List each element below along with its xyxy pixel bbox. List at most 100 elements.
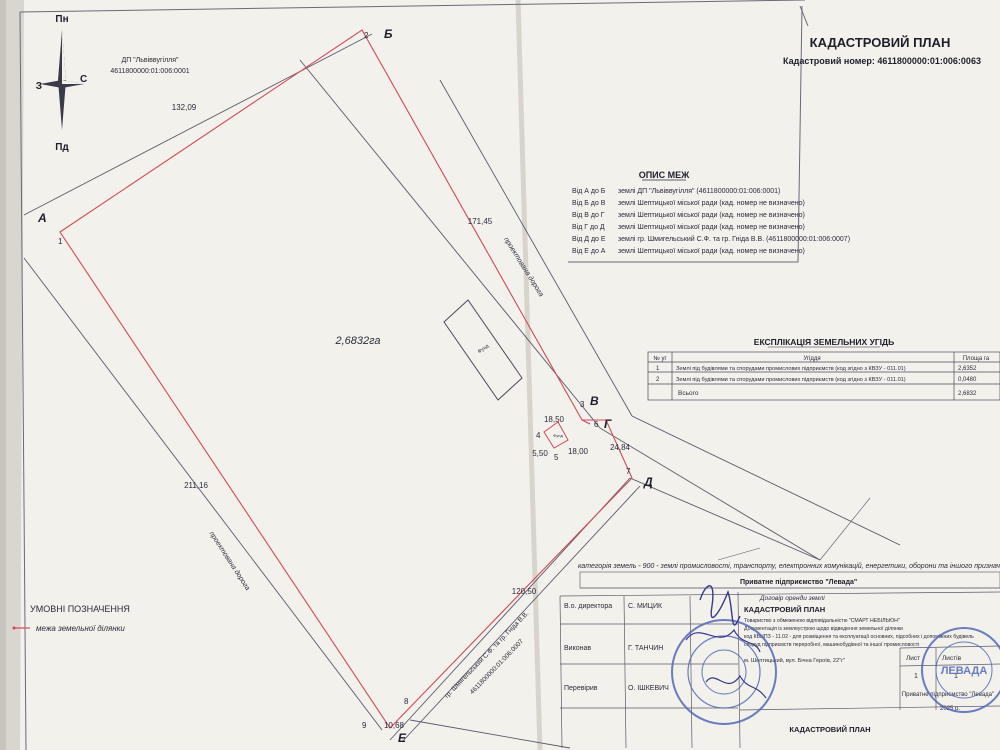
- point-6: 6: [594, 420, 599, 429]
- boundary-description: ОПИС МЕЖ Від А до Б землі ДП "Львіввугілл…: [572, 170, 850, 255]
- point-4: 4: [536, 431, 541, 440]
- legend: УМОВНІ ПОЗНАЧЕННЯ межа земельної ділянки: [12, 604, 130, 633]
- corner-b: Б: [384, 27, 393, 41]
- compass-rose: Пн Пд З С: [36, 14, 88, 153]
- corner-v: В: [590, 394, 599, 408]
- building-label: Фунд: [477, 343, 490, 355]
- point-numbers: 1 2 3 4 5 6 7 8 9: [58, 31, 631, 730]
- neighbor-top-cad: 4611800000:01:006:0001: [110, 68, 189, 75]
- corner-g: Г: [604, 417, 612, 431]
- stamp-address: м. Шептицький, вул. Бічна Героїв, 22"г": [744, 657, 845, 664]
- dim-211: 211,16: [184, 481, 208, 490]
- legend-item: межа земельної ділянки: [36, 624, 125, 633]
- round-seal: [671, 619, 777, 725]
- frame-left: [19, 11, 27, 750]
- boundary-row-from: Від Е до А: [572, 247, 606, 255]
- point-9: 9: [362, 721, 367, 730]
- explication-grid: [647, 351, 1000, 401]
- explication-row-area: 0,0480: [958, 377, 977, 383]
- seal-text: ЛЕВАДА: [941, 665, 988, 677]
- stamp-line-2: Документація із землеустрою щодо відведе…: [744, 626, 903, 632]
- dim-10-68: 10,68: [384, 721, 405, 730]
- director-name: С. МИЦИК: [628, 603, 663, 610]
- dim-24-84: 24,84: [610, 443, 631, 452]
- stamp-line-3: код КВЦПЗ - 11.02 - для розміщення та ек…: [744, 634, 974, 640]
- explication-header-no: № уг: [653, 355, 667, 362]
- boundary-row-from: Від Б до В: [572, 199, 606, 207]
- point-1: 1: [58, 237, 63, 246]
- executor-name: Г. ТАНЧИН: [628, 645, 663, 652]
- explication-header-area: Площа га: [963, 356, 990, 362]
- explication-row-name: Землі під будівлями та спорудами промисл…: [676, 377, 906, 383]
- sheets-total: 1: [954, 673, 958, 680]
- parcel-area: 2,6832га: [334, 335, 380, 347]
- stamp-footer-title: КАДАСТРОВИЙ ПЛАН: [789, 725, 870, 734]
- seal-right: ЛЕВАДА: [921, 627, 1000, 713]
- dim-18-50: 18,50: [544, 415, 565, 424]
- explication-row-no: 2: [656, 377, 660, 383]
- sheets-label: Листів: [942, 654, 962, 662]
- boundary-row-text: землі гр. Шмигельський С.Ф. та гр. Гнідa…: [618, 235, 850, 243]
- stamp-right-owner: Приватне підприємство "Левада": [902, 692, 994, 698]
- boundary-row-text: землі Шептицької міської ради (кад. номе…: [618, 223, 805, 231]
- building-footprint: [443, 299, 523, 401]
- segment-v-g: [581, 419, 591, 425]
- leader-lines: [717, 497, 871, 561]
- dim-5-50: 5,50: [532, 449, 548, 458]
- dimension-labels: 132,09 171,45 211,16 18,50 5,50 18,00 24…: [172, 103, 631, 730]
- signature-1: [699, 585, 741, 626]
- frame-inner: [568, 5, 803, 263]
- explication-header-name: Угіддя: [803, 356, 820, 362]
- owner-strip: Приватне підприємство "Левада" Договір о…: [579, 571, 1000, 602]
- compass-east: С: [80, 74, 87, 85]
- explication-row-name: Землі під будівлями та спорудами промисл…: [676, 366, 906, 372]
- boundary-row-text: землі ДП "Львіввугілля" (4611800000:01:0…: [618, 187, 780, 195]
- point-3: 3: [580, 400, 585, 409]
- point-5: 5: [554, 453, 559, 462]
- frame-top: [19, 0, 806, 13]
- boundary-row-text: землі Шептицької міської ради (кад. номе…: [618, 199, 805, 207]
- executor-role: Виконав: [564, 645, 591, 652]
- checker-name: О. ІШКЕВИЧ: [628, 685, 669, 692]
- signature-2: [685, 628, 761, 653]
- paper-edge-shadow: [6, 0, 24, 750]
- stamp-company: Товариство з обмеженою відповідальністю …: [744, 618, 900, 624]
- boundary-row-text: землі Шептицької міської ради (кад. номе…: [618, 211, 805, 219]
- boundary-row-from: Від А до Б: [572, 187, 606, 195]
- corner-a: А: [37, 211, 47, 225]
- land-category: категорія земель - 900 - землі промислов…: [578, 562, 1000, 570]
- dim-132: 132,09: [172, 103, 197, 112]
- explication-title: ЕКСПЛІКАЦІЯ ЗЕМЕЛЬНИХ УГІДЬ: [754, 337, 894, 347]
- explication-row-no: 1: [656, 366, 660, 372]
- corner-e: Е: [398, 731, 407, 745]
- sheet-label: Лист: [906, 655, 920, 662]
- checker-role: Перевірив: [564, 684, 598, 692]
- compass-south: Пд: [55, 142, 69, 153]
- small-parcel: [543, 421, 569, 449]
- lease-label: Договір оренди землі: [759, 594, 825, 602]
- boundary-row-from: Від Г до Д: [572, 223, 605, 231]
- explication-total-label: Всього: [678, 390, 699, 397]
- explication-row-area: 2,6352: [958, 366, 977, 372]
- compass-north: Пн: [55, 14, 68, 25]
- stamp-doc-title: КАДАСТРОВИЙ ПЛАН: [744, 605, 825, 614]
- dim-18-00: 18,00: [568, 447, 589, 456]
- boundary-row-from: Від Д до Е: [572, 235, 606, 243]
- corner-d: Д: [643, 475, 653, 489]
- director-role: В.о. директора: [564, 603, 612, 610]
- compass-west: З: [36, 81, 42, 92]
- parcel-boundary: [59, 29, 633, 729]
- corner-letters: А Б В Г Д Е: [37, 27, 653, 745]
- stamp-line-4: споруд підприємств переробної, машинобуд…: [744, 642, 919, 648]
- boundary-title: ОПИС МЕЖ: [639, 170, 690, 180]
- fold-line: [515, 0, 543, 750]
- dim-120: 120,50: [512, 587, 537, 596]
- neighbor-top-name: ДП "Львіввугілля": [121, 56, 179, 64]
- point-8: 8: [404, 697, 409, 706]
- boundary-row-text: землі Шептицької міської ради (кад. номе…: [618, 247, 805, 255]
- signature-3: [705, 674, 767, 699]
- sheet-number: 1: [914, 673, 918, 680]
- explication-total-area: 2,6832: [958, 391, 977, 397]
